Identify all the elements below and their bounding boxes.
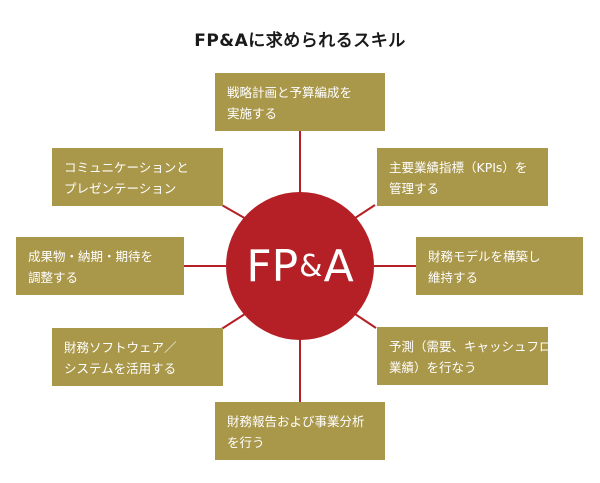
skill-box-forecast: 予測（需要、キャッシュフロー、 業績）を行なう (377, 327, 576, 385)
center-label-fp: FP (246, 240, 299, 292)
diagram-title: FP&Aに求められるスキル (194, 31, 406, 51)
skill-box-financial-model: 財務モデルを構築し 維持する (416, 237, 583, 295)
connector-bottom-left (219, 311, 249, 331)
skill-box-strategy-budget: 戦略計画と予算編成を 実施する (215, 73, 385, 131)
center-label-a: A (323, 240, 354, 292)
center-label-amp: & (299, 248, 323, 284)
connector-bottom-right (351, 311, 377, 329)
center-circle-fpa: FP&A (226, 192, 374, 340)
skill-box-kpi: 主要業績指標（KPIs）を 管理する (377, 148, 548, 206)
skill-box-software: 財務ソフトウェア／ システムを活用する (52, 328, 223, 386)
skill-box-communication: コミュニケーションと プレゼンテーション (52, 148, 223, 206)
skill-box-reporting: 財務報告および事業分析 を行う (215, 402, 385, 460)
skill-box-coordination: 成果物・納期・期待を 調整する (16, 237, 184, 295)
